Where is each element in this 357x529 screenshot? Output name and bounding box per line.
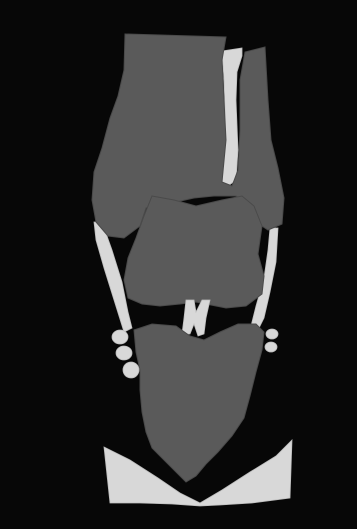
left-sesamoid-2: [116, 346, 132, 360]
right-sesamoid-2: [265, 342, 277, 352]
left-sesamoid-3: [123, 362, 139, 378]
right-sesamoid-1: [266, 329, 278, 339]
middle-bone: [124, 196, 264, 308]
left-sesamoid-1: [112, 330, 128, 344]
